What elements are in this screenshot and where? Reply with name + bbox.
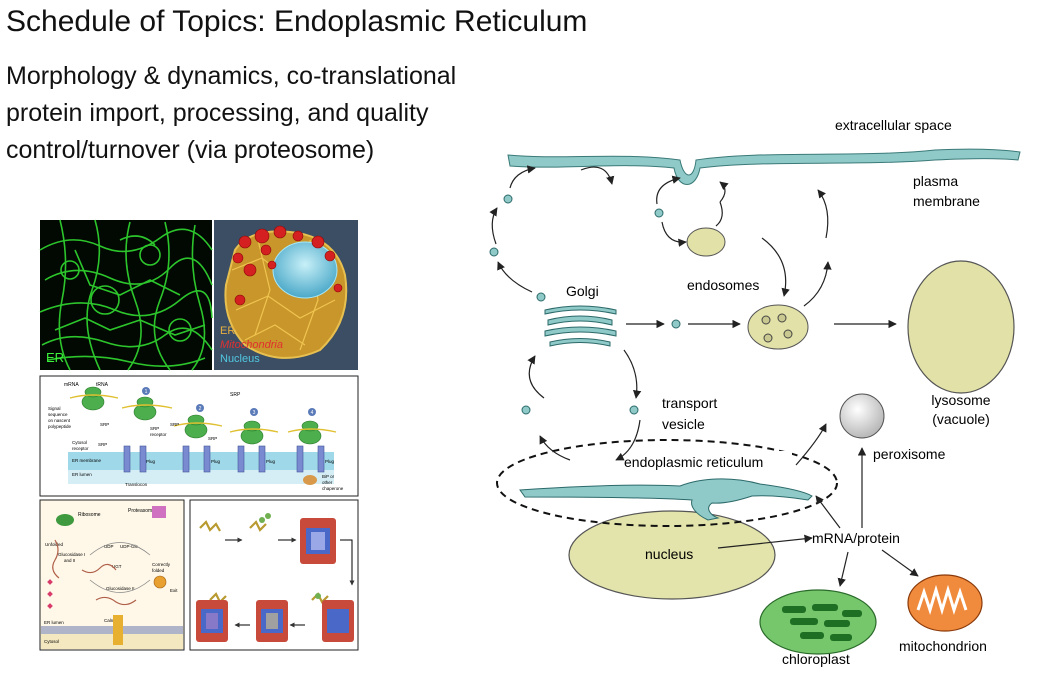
svg-text:Plug: Plug xyxy=(266,459,276,464)
mitochondrion-label: mitochondrion xyxy=(899,638,987,654)
svg-text:SRP: SRP xyxy=(150,426,159,431)
svg-text:Plug: Plug xyxy=(146,459,156,464)
lysosome-label: lysosome xyxy=(931,392,990,408)
svg-text:Cytosol: Cytosol xyxy=(44,639,59,644)
nucleus-label: nucleus xyxy=(645,546,693,562)
legend-nucleus: Nucleus xyxy=(220,353,260,365)
er-3d-reconstruction: ER Mitochondria Nucleus xyxy=(214,220,358,370)
quality-control-figure: Ribosome Proteasome Unfolded Glucosidase… xyxy=(39,499,185,651)
svg-text:tRNA: tRNA xyxy=(96,382,109,388)
endosomes-label: endosomes xyxy=(687,277,759,293)
svg-text:sequence: sequence xyxy=(48,412,68,417)
nucleus xyxy=(568,510,776,600)
svg-text:Unfolded: Unfolded xyxy=(45,542,64,547)
svg-text:Ribosome: Ribosome xyxy=(78,512,101,518)
vesicle-label: vesicle xyxy=(662,416,705,432)
golgi-stack xyxy=(544,305,617,347)
legend-mitochondria: Mitochondria xyxy=(220,339,283,351)
svg-text:receptor: receptor xyxy=(150,432,167,437)
svg-text:Signal: Signal xyxy=(48,406,61,411)
er-micrograph-label: ER xyxy=(46,350,64,365)
plasma-label: plasma xyxy=(913,173,958,189)
svg-text:Glucosidase I: Glucosidase I xyxy=(58,552,85,557)
svg-text:and II: and II xyxy=(64,558,75,563)
svg-text:SRP: SRP xyxy=(98,442,107,447)
transport-label: transport xyxy=(662,395,717,411)
peroxisome xyxy=(839,393,885,439)
cotranslational-import-figure: mRNA tRNA SRP Signal sequence on nascent… xyxy=(39,375,359,497)
cell-trafficking-diagram: extracellular space plasma membrane Golg… xyxy=(489,117,1021,667)
subtitle-line-2: protein import, processing, and quality xyxy=(6,99,429,127)
subtitle-line-3: control/turnover (via proteosome) xyxy=(6,136,375,164)
svg-text:2: 2 xyxy=(199,406,202,412)
svg-text:SRP: SRP xyxy=(170,422,179,427)
svg-text:ER lumen: ER lumen xyxy=(44,620,64,625)
svg-text:ER membrane: ER membrane xyxy=(72,458,102,463)
legend-er: ER xyxy=(220,325,235,337)
svg-text:folded: folded xyxy=(152,568,165,573)
svg-text:mRNA: mRNA xyxy=(64,382,79,388)
svg-text:Glucosidase II: Glucosidase II xyxy=(106,586,135,591)
svg-text:SRP: SRP xyxy=(100,422,109,427)
svg-text:Correctly: Correctly xyxy=(152,562,171,567)
svg-text:Cytosol: Cytosol xyxy=(72,440,87,445)
lysosome xyxy=(907,260,1015,394)
svg-text:Exit: Exit xyxy=(170,588,178,593)
chloroplast-label: chloroplast xyxy=(782,651,850,667)
svg-text:4: 4 xyxy=(311,410,314,416)
slide-title: Schedule of Topics: Endoplasmic Reticulu… xyxy=(6,5,588,38)
svg-text:UGT: UGT xyxy=(112,564,122,569)
vesicles xyxy=(489,194,681,415)
svg-text:other: other xyxy=(322,480,333,485)
svg-text:chaperone: chaperone xyxy=(322,486,344,491)
late-endosome xyxy=(747,304,809,350)
early-endosome xyxy=(686,227,726,257)
svg-text:1: 1 xyxy=(145,389,148,395)
mitochondrion xyxy=(907,574,983,632)
subtitle-line-1: Morphology & dynamics, co-translational xyxy=(6,62,457,90)
proteasome-shapes xyxy=(196,518,354,642)
svg-text:Proteasome: Proteasome xyxy=(128,508,155,514)
svg-text:UDP-Glc: UDP-Glc xyxy=(120,544,138,549)
er-sheets xyxy=(519,478,813,521)
svg-text:UDP: UDP xyxy=(104,544,114,549)
svg-text:SRP: SRP xyxy=(208,436,217,441)
chloroplast xyxy=(759,589,877,655)
extracellular-space-label: extracellular space xyxy=(835,117,952,133)
er-dashed-outline xyxy=(496,439,838,527)
svg-text:Translocon: Translocon xyxy=(125,482,148,487)
er-label: endoplasmic reticulum xyxy=(624,454,763,470)
er-fluorescence-micrograph: ER xyxy=(39,219,213,371)
membrane-label: membrane xyxy=(913,193,980,209)
svg-text:SRP: SRP xyxy=(230,392,241,398)
trafficking-arrows xyxy=(489,165,919,587)
svg-text:Plug: Plug xyxy=(211,459,221,464)
svg-text:ER lumen: ER lumen xyxy=(72,472,92,477)
svg-text:polypeptide: polypeptide xyxy=(48,424,72,429)
svg-text:Plug: Plug xyxy=(325,459,335,464)
slide-subtitle: Morphology & dynamics, co-translational … xyxy=(6,58,566,169)
svg-text:on nascent: on nascent xyxy=(48,418,71,423)
golgi-label: Golgi xyxy=(566,283,599,299)
svg-text:receptor: receptor xyxy=(72,446,89,451)
vacuole-label: (vacuole) xyxy=(932,411,990,427)
proteasome-degradation-figure xyxy=(189,499,359,651)
peroxisome-label: peroxisome xyxy=(873,446,946,462)
mrna-protein-label: mRNA/protein xyxy=(812,530,900,546)
svg-text:BiP or: BiP or xyxy=(322,474,335,479)
svg-text:3: 3 xyxy=(253,410,256,416)
